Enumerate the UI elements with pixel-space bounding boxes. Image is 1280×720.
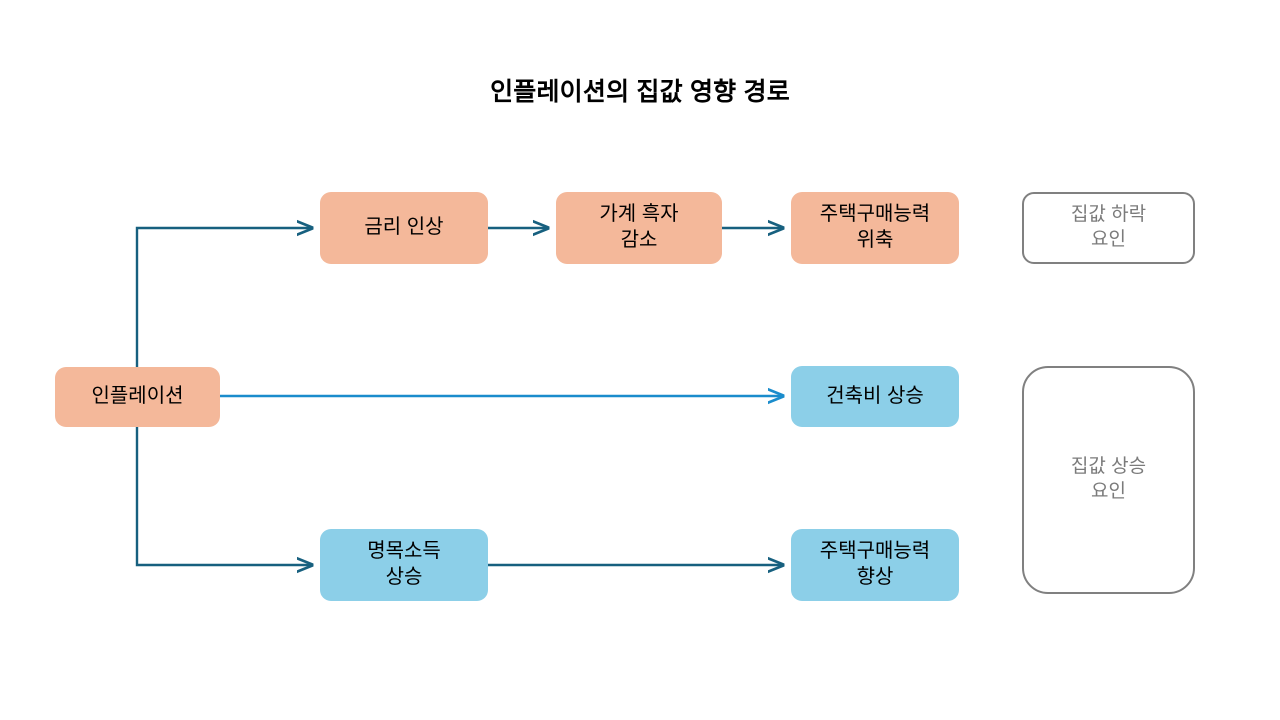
legend-price-decline-factors: 집값 하락 요인 [1022, 192, 1195, 264]
connector-inflation-to-rate-hike [135, 228, 312, 367]
node-nominal-income-rise[interactable]: 명목소득 상승 [320, 529, 488, 601]
node-label: 주택구매능력 향상 [819, 540, 931, 588]
node-household-surplus-decrease[interactable]: 가계 흑자 감소 [556, 192, 722, 264]
node-label: 인플레이션 [91, 385, 184, 408]
node-label: 명목소득 상승 [367, 540, 441, 588]
node-purchasing-power-shrink[interactable]: 주택구매능력 위축 [791, 192, 959, 264]
page-title: 인플레이션의 집값 영향 경로 [490, 78, 790, 106]
node-label: 금리 인상 [364, 216, 444, 239]
legend-price-rise-factors: 집값 상승 요인 [1022, 366, 1195, 594]
connector-inflation-to-nominal-income [135, 427, 312, 565]
legend-label: 집값 하락 요인 [1070, 204, 1147, 250]
legend-label: 집값 상승 요인 [1070, 456, 1147, 502]
node-label: 가계 흑자 감소 [599, 203, 679, 251]
node-inflation[interactable]: 인플레이션 [55, 367, 220, 427]
node-construction-cost-rise[interactable]: 건축비 상승 [791, 366, 959, 427]
node-rate-hike[interactable]: 금리 인상 [320, 192, 488, 264]
node-purchasing-power-improve[interactable]: 주택구매능력 향상 [791, 529, 959, 601]
node-label: 건축비 상승 [826, 384, 924, 407]
node-label: 주택구매능력 위축 [819, 203, 931, 251]
